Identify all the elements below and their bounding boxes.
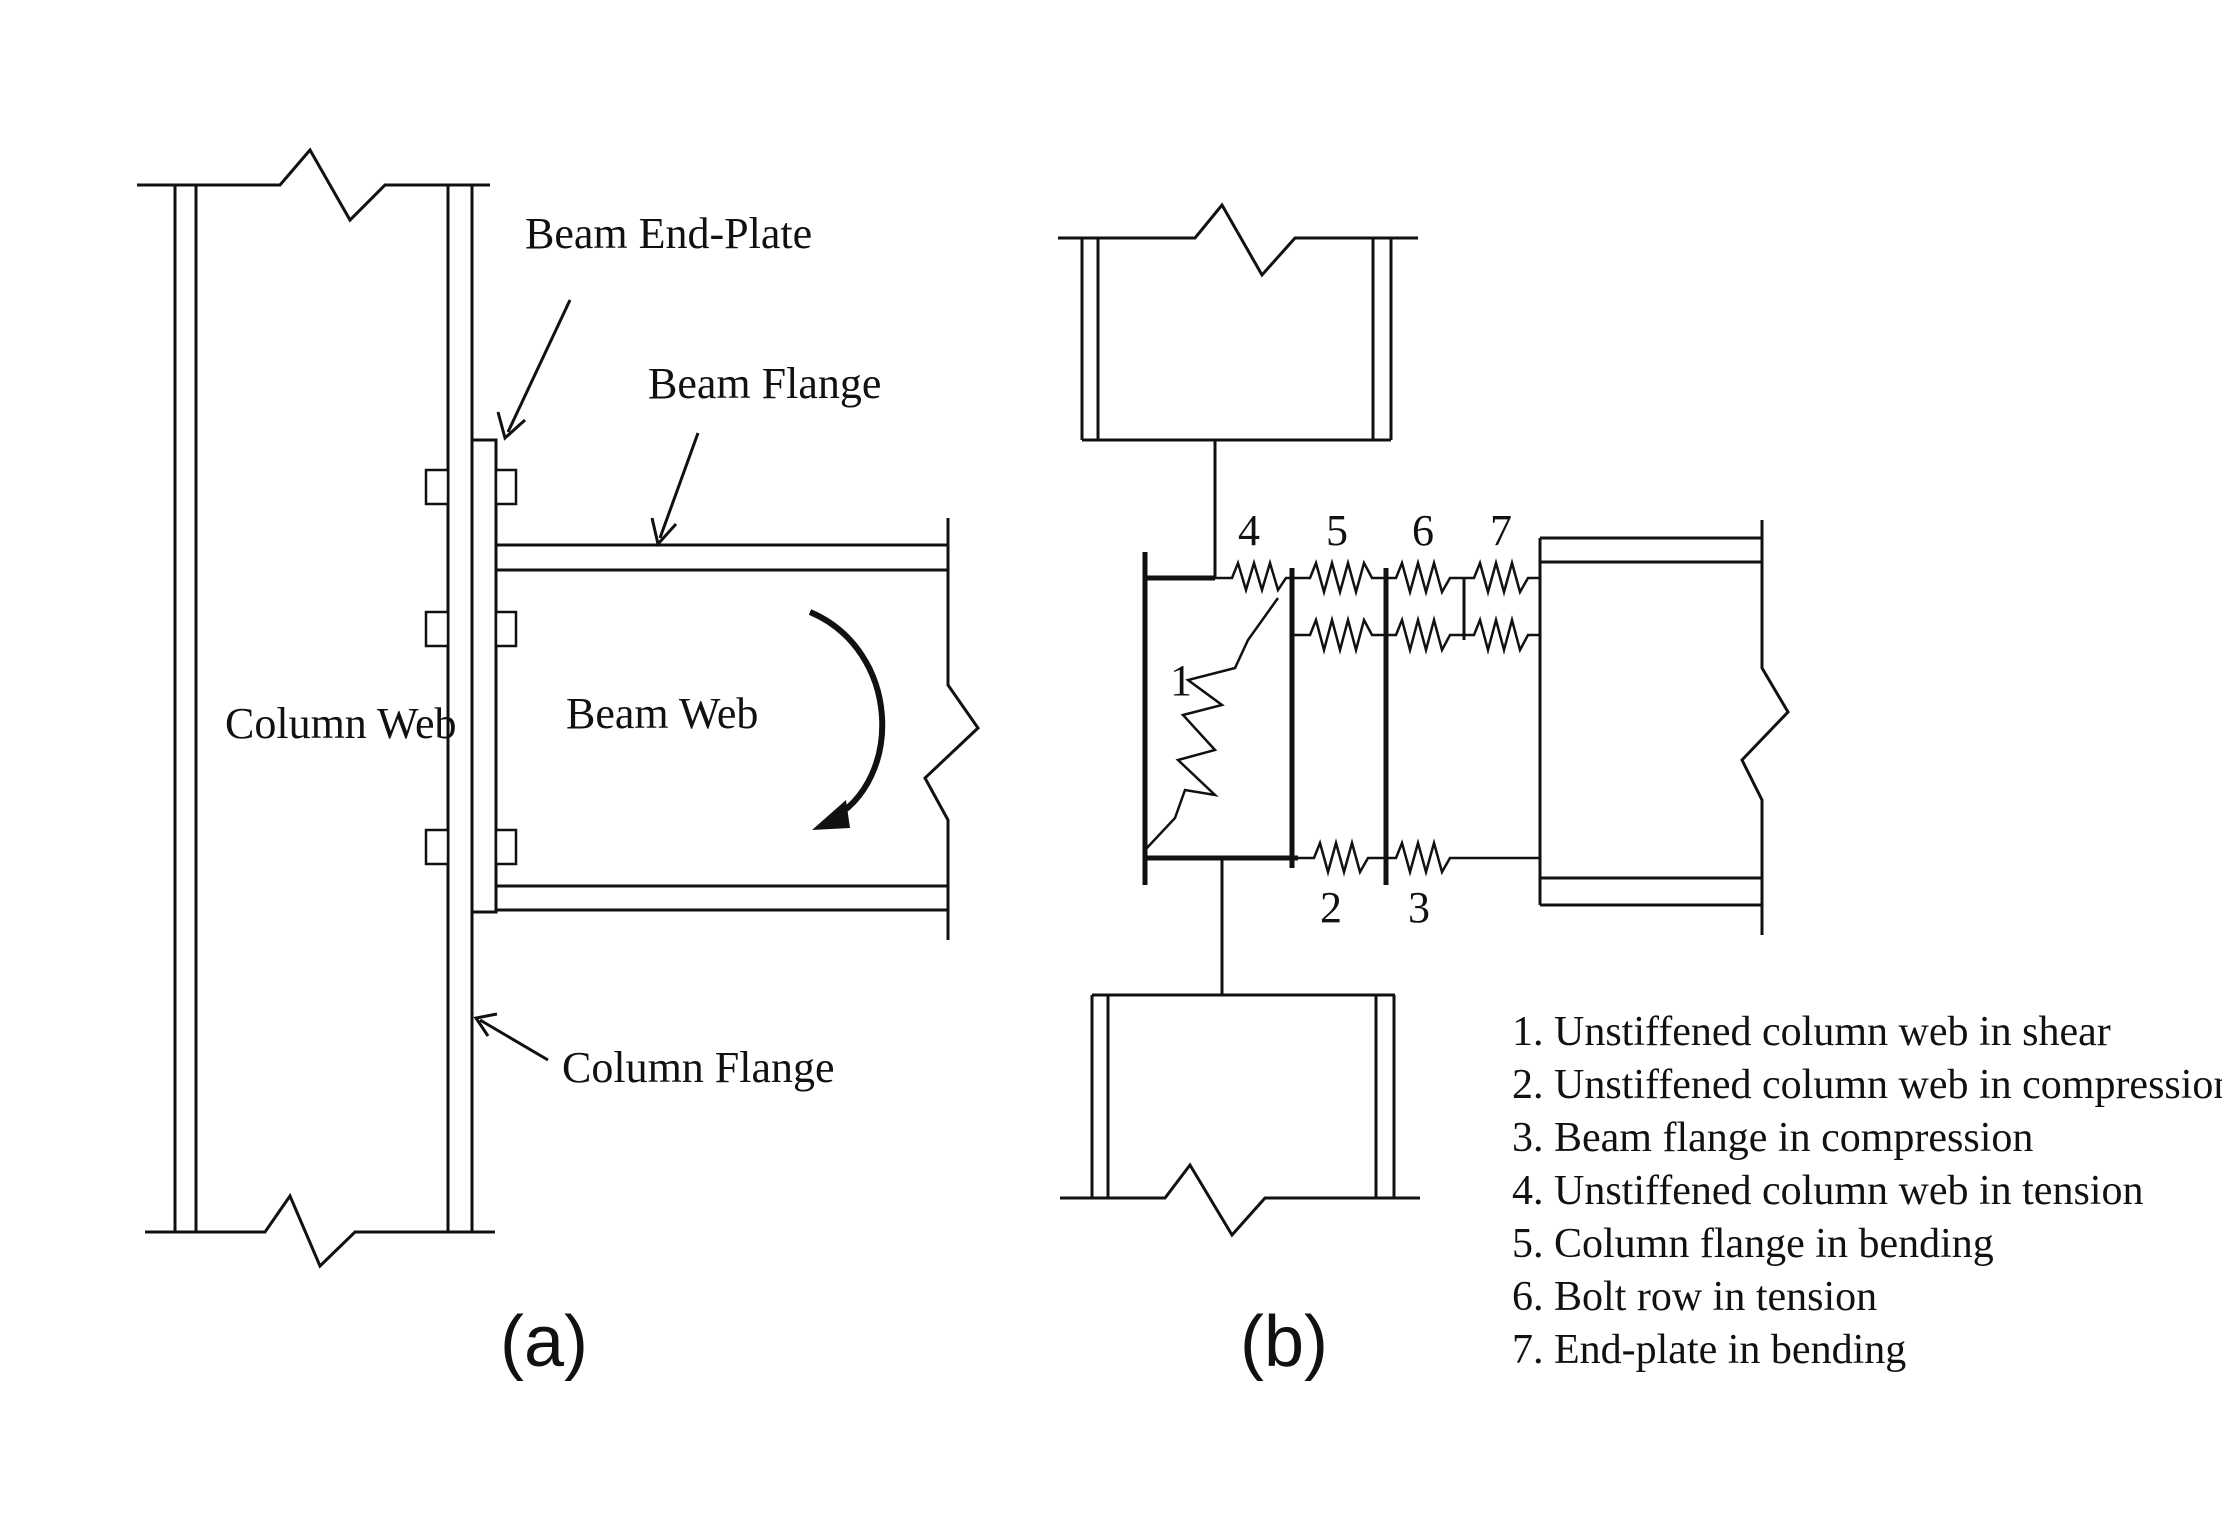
spring-2 — [1298, 838, 1386, 877]
spring-1-shear — [1144, 597, 1280, 851]
label-column-flange: Column Flange — [562, 1043, 835, 1092]
end-plate-leader-head — [496, 411, 527, 441]
column-bottom-break-line — [145, 1192, 495, 1269]
upper-column-segment — [1058, 202, 1418, 578]
legend-item-6: 6. Bolt row in tension — [1512, 1274, 1877, 1320]
spring-number-5: 5 — [1326, 506, 1348, 555]
spring-4 — [1215, 558, 1292, 595]
spring-number-1: 1 — [1170, 656, 1192, 705]
spring-5-row2 — [1292, 615, 1386, 655]
legend-item-7: 7. End-plate in bending — [1512, 1327, 1906, 1373]
column-flange-leader — [479, 1018, 549, 1062]
beam-top-flange — [496, 543, 948, 572]
label-column-web: Column Web — [225, 699, 457, 748]
legend: 1. Unstiffened column web in shear 2. Un… — [1512, 1009, 2222, 1373]
moment-arrowhead — [812, 800, 850, 830]
spring-number-4: 4 — [1238, 506, 1260, 555]
beam-end-plate — [470, 438, 498, 914]
lower-column-segment — [1060, 858, 1420, 1238]
spring-3 — [1386, 838, 1540, 877]
beam-end-break-line — [923, 518, 980, 940]
label-beam-flange: Beam Flange — [648, 359, 881, 408]
spring-number-7: 7 — [1490, 506, 1512, 555]
column-left-flange — [173, 185, 198, 1232]
legend-item-4: 4. Unstiffened column web in tension — [1512, 1168, 2143, 1214]
label-beam-end-plate: Beam End-Plate — [525, 209, 812, 258]
moment-arrow — [808, 609, 886, 823]
spring-5-row1 — [1292, 558, 1386, 597]
beam-bottom-flange — [496, 884, 948, 912]
beam-stub — [1538, 520, 1790, 935]
panel-b: 4 5 6 7 1 2 3 (b) — [1058, 202, 1790, 1382]
label-beam-web: Beam Web — [566, 689, 758, 738]
caption-b: (b) — [1240, 1302, 1328, 1382]
legend-item-1: 1. Unstiffened column web in shear — [1512, 1009, 2111, 1055]
spring-number-3: 3 — [1408, 883, 1430, 932]
spring-7-row2 — [1464, 615, 1540, 655]
caption-a: (a) — [500, 1302, 588, 1382]
beam-flange-leader — [658, 432, 700, 539]
spring-number-6: 6 — [1412, 506, 1434, 555]
spring-number-2: 2 — [1320, 883, 1342, 932]
column-flange-leader-head — [473, 1012, 498, 1037]
spring-6-row1 — [1386, 558, 1464, 597]
spring-6-row2 — [1386, 615, 1464, 655]
end-plate-leader — [506, 299, 572, 433]
panel-zone — [1142, 552, 1466, 885]
beam-flange-leader-head — [650, 517, 678, 548]
spring-7-row1 — [1464, 558, 1540, 597]
legend-item-5: 5. Column flange in bending — [1512, 1221, 1994, 1267]
legend-item-2: 2. Unstiffened column web in compression — [1512, 1062, 2222, 1108]
bolt-row-top — [424, 468, 518, 506]
legend-item-3: 3. Beam flange in compression — [1512, 1115, 2033, 1161]
bolt-row-middle — [424, 610, 518, 648]
panel-a: Beam End-Plate Beam Flange Column Web Be… — [137, 147, 980, 1382]
column-top-break-line — [137, 147, 490, 223]
bolt-row-bottom — [424, 828, 518, 866]
